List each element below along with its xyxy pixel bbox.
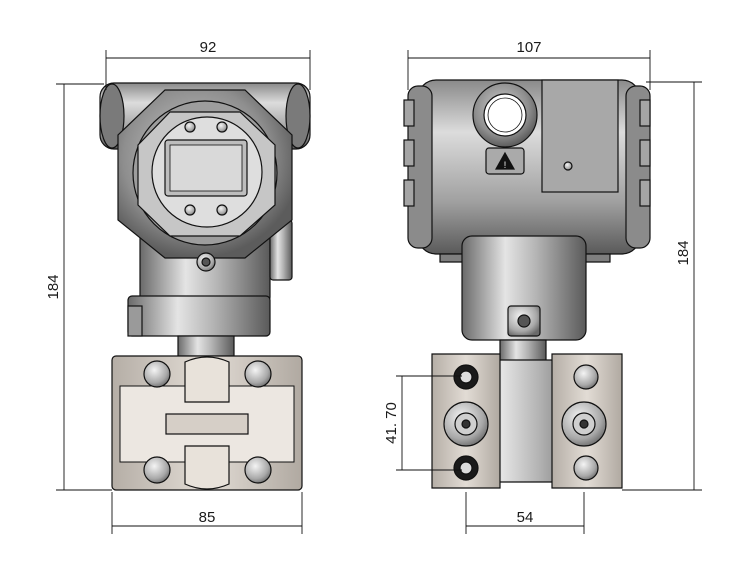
dim-side-height: 184 <box>675 240 692 265</box>
front-view <box>99 82 311 491</box>
dim-front-bottom-width: 85 <box>199 509 216 526</box>
dim-side-top-width: 107 <box>516 39 541 56</box>
dim-side-bottom-width: 54 <box>517 509 534 526</box>
dim-front-height: 184 <box>45 274 62 299</box>
side-view: ! <box>403 79 651 489</box>
dim-front-top-width: 92 <box>200 39 217 56</box>
warning-triangle-icon: ! <box>494 151 516 170</box>
dim-side-flange-height: 41. 70 <box>383 402 400 444</box>
svg-text:!: ! <box>504 160 507 170</box>
side-nameplate <box>541 79 619 193</box>
dimension-lines <box>56 50 702 534</box>
